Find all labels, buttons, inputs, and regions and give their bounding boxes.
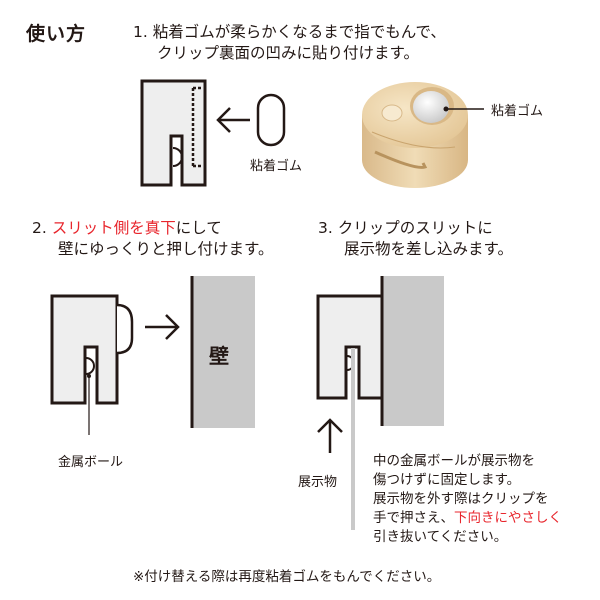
metal-ball-label: 金属ボール bbox=[58, 455, 124, 470]
note-line: 傷つけずに固定します。 bbox=[373, 472, 521, 488]
step1-line2: クリップ裏面の凹みに貼り付けます。 bbox=[157, 44, 419, 62]
step2-instructions: 2. スリット側を真下にして 壁にゆっくりと押し付けます。 bbox=[32, 218, 273, 260]
step1-number: 1. bbox=[133, 23, 148, 41]
step1-instructions: 1. 粘着ゴムが柔らかくなるまで指でもんで、 クリップ裏面の凹みに貼り付けます。 bbox=[133, 22, 446, 64]
step3-instructions: 3. クリップのスリットに 展示物を差し込みます。 bbox=[318, 218, 513, 260]
gum-label-diagram: 粘着ゴム bbox=[250, 159, 303, 174]
display-item-label: 展示物 bbox=[298, 475, 338, 490]
note-line4-prefix: 手で押さえ、 bbox=[373, 510, 454, 526]
clip-side-diagram bbox=[50, 294, 134, 435]
clip-back-diagram bbox=[140, 79, 207, 187]
product-photo bbox=[362, 82, 484, 188]
note-line: 中の金属ボールが展示物を bbox=[373, 453, 535, 469]
clip-mounted-diagram bbox=[316, 276, 444, 530]
gum-label-photo: 粘着ゴム bbox=[491, 104, 544, 119]
step2-number: 2. bbox=[32, 219, 47, 237]
note-line: 展示物を外す際はクリップを bbox=[373, 491, 549, 507]
arrow-left-icon bbox=[216, 107, 250, 133]
wall-diagram bbox=[190, 276, 255, 428]
step2-line2: 壁にゆっくりと押し付けます。 bbox=[58, 240, 274, 258]
step3-line1: クリップのスリットに bbox=[337, 219, 493, 237]
step3-note: 中の金属ボールが展示物を 傷つけずに固定します。 展示物を外す際はクリップを 手… bbox=[373, 452, 562, 547]
step3-line2: 展示物を差し込みます。 bbox=[344, 240, 513, 258]
step3-number: 3. bbox=[318, 219, 333, 237]
page-title: 使い方 bbox=[26, 23, 87, 45]
step1-line1: 粘着ゴムが柔らかくなるまで指でもんで、 bbox=[152, 23, 446, 41]
note-line: 引き抜いてください。 bbox=[373, 529, 508, 545]
wall-label: 壁 bbox=[209, 344, 229, 368]
step2-line1-rest: にして bbox=[175, 219, 222, 237]
arrow-up-icon bbox=[317, 418, 343, 453]
step2-highlight: スリット側を真下 bbox=[51, 219, 176, 237]
adhesive-gum-shape bbox=[256, 93, 286, 147]
note-highlight: 下向きにやさしく bbox=[454, 510, 562, 526]
arrow-right-icon bbox=[145, 314, 180, 340]
footer-note: ※付け替える際は再度粘着ゴムをもんでください。 bbox=[133, 569, 441, 585]
